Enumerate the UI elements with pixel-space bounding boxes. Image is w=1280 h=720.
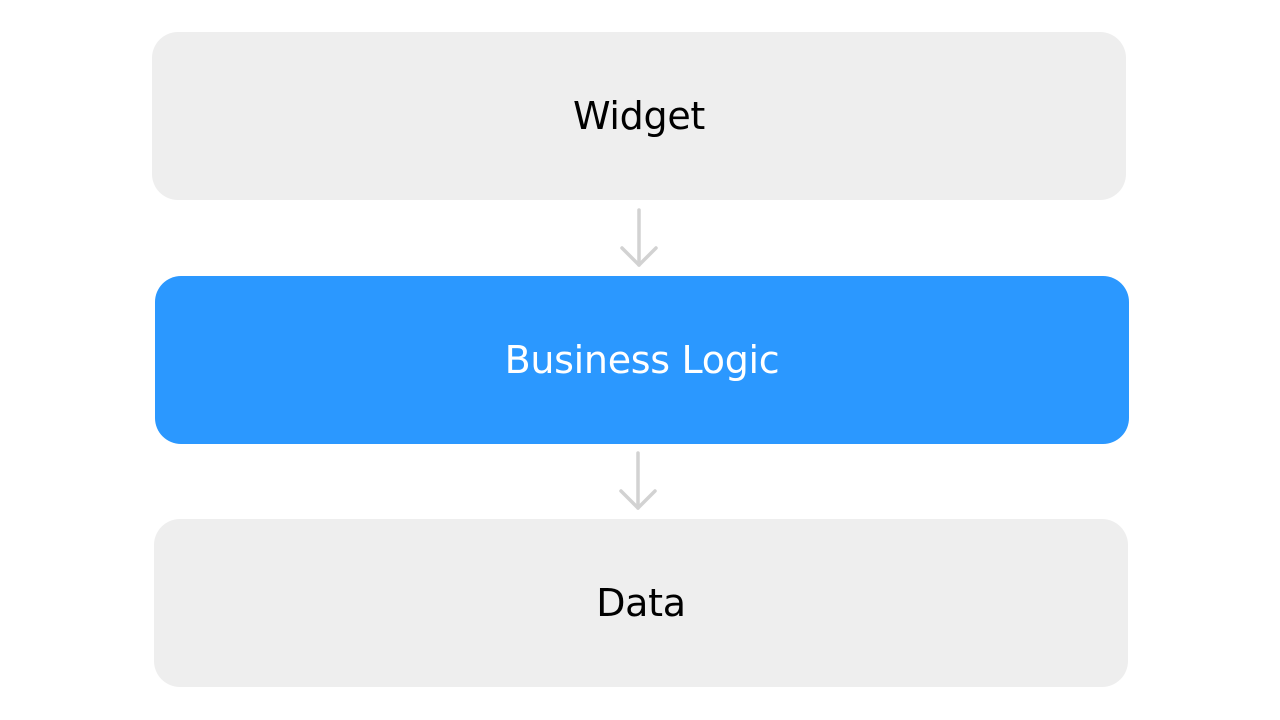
data-layer-label: Data [596,581,686,625]
business-logic-layer-box: Business Logic [155,276,1129,444]
widget-layer-box: Widget [152,32,1126,200]
widget-layer-label: Widget [572,94,706,138]
data-layer-box: Data [154,519,1128,687]
down-arrow-icon [620,208,658,267]
down-arrow-icon [619,451,657,510]
business-logic-layer-label: Business Logic [504,338,780,382]
